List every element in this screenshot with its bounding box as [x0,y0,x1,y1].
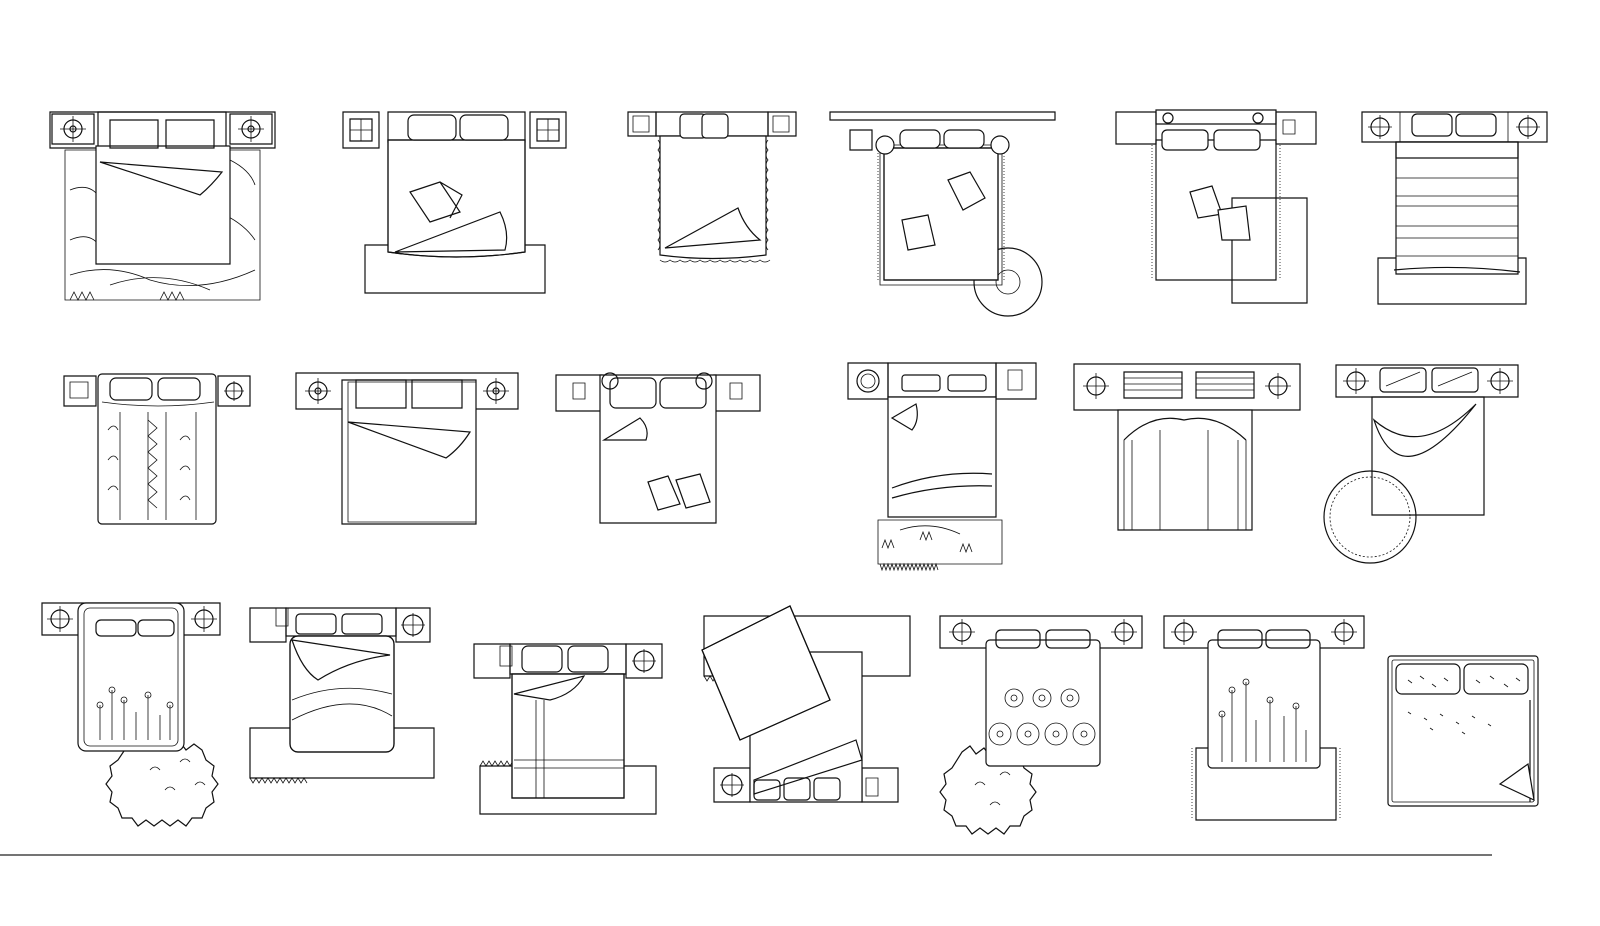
fringe-rug [880,145,1002,285]
mattress [98,374,216,524]
mattress [78,603,184,751]
cushion [648,476,680,510]
pillow [166,120,214,148]
nightstand-right [218,376,250,406]
nightstand-right [996,363,1036,399]
rug [1232,198,1307,303]
nightstand-right [1331,619,1357,645]
cushions [410,182,462,222]
bed-block-07 [64,374,250,524]
nightstand-right [483,378,509,404]
folded-sheet [665,208,760,248]
bed-block-19 [1388,656,1538,806]
nightstand-left [1116,112,1156,144]
nightstand-left [1083,373,1109,399]
nightstand-left [47,606,73,632]
nightstand-left [1171,619,1197,645]
bed-block-14 [250,608,434,783]
nightstand-right [530,112,566,148]
canopy-rod [830,112,1055,120]
nightstand-right [1111,619,1137,645]
cushion [902,215,935,250]
nightstand-right [1516,115,1540,139]
nightstand-right [1487,368,1513,394]
round-rug [974,248,1042,316]
nightstand-left [52,114,94,144]
nightstand-right [1276,112,1316,144]
mattress [884,148,998,280]
headboard [1074,364,1300,410]
nightstand-left [850,130,872,150]
nightstand-left [64,376,96,406]
bed-block-10 [848,363,1036,570]
bed-block-09 [556,373,760,523]
mattress [1396,142,1518,274]
nightstand-right [862,768,898,802]
folded-sheet [395,212,507,252]
pillow [110,120,158,148]
headboard [286,608,396,636]
headboard [888,363,996,397]
nightstand-right [714,375,760,411]
folded-sheet [892,404,917,430]
nightstand-right [230,114,272,144]
folded-sheet [292,640,390,680]
nightstand-left [305,378,331,404]
bed-block-04 [830,112,1055,316]
nightstand-left [343,112,379,148]
mattress [1118,410,1252,530]
bed-block-05 [1116,110,1316,303]
cushion [948,172,985,210]
folded-sheet [100,162,222,195]
cushion [1190,186,1222,218]
nightstand-left [848,363,888,399]
nightstand-left [556,375,602,411]
bed-block-12 [1324,365,1518,563]
nightstand-right [191,606,217,632]
bed-block-17 [940,616,1142,834]
mattress [986,640,1100,766]
folded-sheet [1374,404,1476,456]
bed-block-15 [474,644,662,814]
headboard [1156,110,1276,124]
round-rug [1324,471,1416,563]
bed-block-11 [1074,364,1300,530]
bed-block-13 [42,603,220,826]
bed-block-01 [50,112,275,300]
nightstand-left [250,608,286,642]
nightstand-right [1265,373,1291,399]
cushion [1218,206,1250,240]
folded-sheet [1500,764,1534,800]
nightstand-left [1368,115,1392,139]
bed-block-18 [1164,616,1364,820]
folded-sheet [604,418,647,440]
mattress [888,397,996,517]
bed-block-06 [1362,112,1547,304]
cushion [676,474,710,508]
mattress [1372,397,1484,515]
nightstand-left [474,644,510,678]
mattress [342,380,476,524]
folded-sheet [348,422,470,458]
bed-block-02 [343,112,566,293]
nightstand-left [1343,368,1369,394]
mattress [96,146,230,264]
headboard [50,112,275,148]
bed-block-08 [296,373,518,524]
bed-block-03 [628,112,796,262]
bed-block-16 [702,606,910,802]
mattress [1208,640,1320,768]
nightstand-left [949,619,975,645]
rug [878,520,1002,564]
folded-sheet [514,676,584,700]
daisy-pattern [989,689,1095,745]
